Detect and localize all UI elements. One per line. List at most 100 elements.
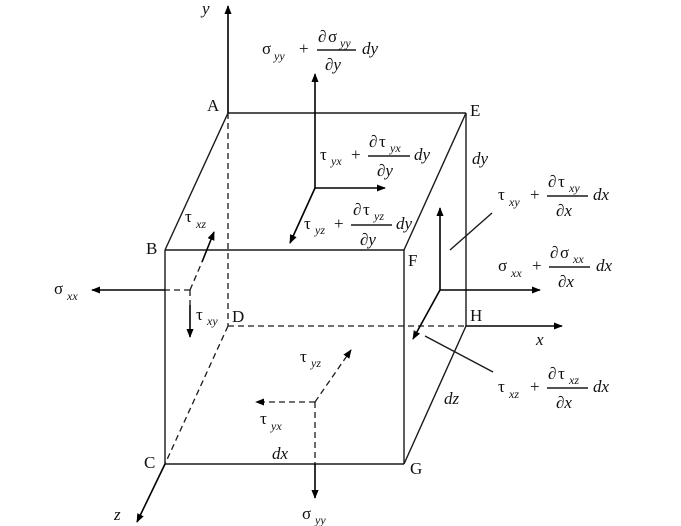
sym-sigma: σ [560,243,569,262]
denom-py: ∂y [360,230,376,249]
sym-sigma: σ [328,27,337,46]
denom-px: ∂x [558,272,574,291]
top-shear-yz: τ yz + ∂ τ yz ∂y dy [289,187,413,249]
vertex-G: G [410,459,422,478]
denom-px: ∂x [556,201,572,220]
sym-sigma: σ [262,39,271,58]
denom-py: ∂y [325,55,341,74]
arrow-tau-yz-top [289,187,316,244]
leader-tau-xy [449,212,493,251]
arrow-tau-xz-right [412,289,441,340]
sym-partial: ∂ [548,172,556,191]
sym-plus: + [530,185,540,204]
sym-plus: + [299,39,309,58]
dim-dx: dx [272,444,289,463]
z-axis [136,463,166,523]
bottom-face-stresses: σ yy τ yx τ yz [255,347,352,526]
sub-yx: yx [389,141,401,155]
sym-plus: + [530,377,540,396]
denom-py: ∂y [377,161,393,180]
sub-yy: yy [314,513,326,526]
sym-plus: + [351,145,361,164]
label-sigma-xx-right: σ xx + ∂ σ xx ∂x dx [498,243,613,291]
sym-tau: τ [260,409,267,428]
label-tau-xy-right: τ xy + ∂ τ xy ∂x dx [498,172,610,220]
sub-yx: yx [330,154,342,168]
sym-partial: ∂ [550,243,558,262]
vertex-E: E [470,101,480,120]
sym-tau: τ [363,200,370,219]
cube-edges [164,112,467,465]
coordinate-axes [136,5,563,523]
denom-px: ∂x [556,393,572,412]
sub-xx: xx [510,266,522,280]
vertex-B: B [146,239,157,258]
leader-tau-xz [424,335,494,373]
sub-xy: xy [568,181,580,195]
sub-xz: xz [195,217,206,231]
vertex-A: A [207,96,220,115]
sym-sigma: σ [54,279,63,298]
axis-label-x: x [535,330,544,349]
sym-tau: τ [558,172,565,191]
sub-yy: yy [339,36,351,50]
sub-yy: yy [273,49,285,63]
axis-label-y: y [200,0,210,18]
arrow-tau-yz-bottom [314,349,352,403]
sub-yz: yz [310,356,321,370]
left-face-stresses: σ xx τ xy τ xz [54,207,218,338]
sub-yz: yz [373,209,384,223]
right-face-stresses [412,207,541,373]
sub-xz: xz [568,373,579,387]
sym-partial: ∂ [318,27,326,46]
hidden-edges [164,113,466,465]
sym-sigma: σ [302,504,311,523]
mult-dx: dx [593,377,610,396]
sub-xy: xy [508,195,520,209]
sym-plus: + [334,214,344,233]
sub-yz: yz [314,223,325,237]
vertex-F: F [408,251,417,270]
sub-xz: xz [508,387,519,401]
sym-tau: τ [196,305,203,324]
dim-dy: dy [472,149,489,168]
sym-tau: τ [498,377,505,396]
mult-dx: dx [596,256,613,275]
sym-sigma: σ [498,256,507,275]
sym-plus: + [532,256,542,275]
vertex-D: D [232,307,244,326]
mult-dy: dy [414,145,431,164]
hidden-arrow-stem [189,261,203,291]
mult-dx: dx [593,185,610,204]
sym-partial: ∂ [369,132,377,151]
dim-dz: dz [444,389,460,408]
sym-tau: τ [558,364,565,383]
sym-partial: ∂ [548,364,556,383]
edge-HG [403,325,467,465]
axis-label-z: z [113,505,121,524]
edge-DC [164,325,229,465]
arrow-tau-xz-left [201,231,215,263]
edge-EF [403,112,467,251]
top-shear-yx: τ yx + ∂ τ yx ∂y dy [315,132,431,192]
sub-yx: yx [270,419,282,433]
sub-xy: xy [206,314,218,328]
sym-tau: τ [304,214,311,233]
top-normal-stress: σ yy + ∂ σ yy ∂y dy [262,27,379,188]
vertex-H: H [470,306,482,325]
edge-AB [164,112,229,251]
sym-tau: τ [379,132,386,151]
sym-tau: τ [300,347,307,366]
sym-partial: ∂ [353,200,361,219]
mult-dy: dy [396,214,413,233]
label-tau-xz-right: τ xz + ∂ τ xz ∂x dx [498,364,610,412]
sub-xx: xx [572,252,584,266]
vertex-C: C [144,453,155,472]
sym-tau: τ [498,185,505,204]
sym-tau: τ [185,207,192,226]
mult-dy: dy [362,39,379,58]
sub-xx: xx [66,289,78,303]
sym-tau: τ [320,145,327,164]
